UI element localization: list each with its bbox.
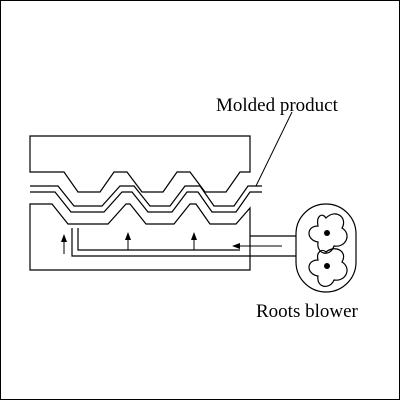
molded-product-sheet-top <box>30 185 262 207</box>
suction-arrow-2 <box>125 232 131 250</box>
roots-blower-rotor-top <box>308 213 348 254</box>
molded-product-label: Molded product <box>216 95 339 116</box>
vacuum-channel-inner <box>77 228 240 251</box>
roots-blower-label: Roots blower <box>256 301 359 322</box>
vacuum-channel-outer <box>71 228 250 257</box>
lower-mold <box>29 203 251 271</box>
suction-arrow-3 <box>191 232 197 250</box>
molded-product-leader <box>255 111 293 187</box>
roots-blower-rotor-bottom <box>308 248 348 287</box>
molded-product-sheet-bottom <box>30 191 262 213</box>
roots-blower-housing <box>295 203 357 293</box>
suction-arrow-1 <box>61 234 67 254</box>
upper-mold <box>29 135 251 193</box>
flow-arrow <box>232 243 282 249</box>
